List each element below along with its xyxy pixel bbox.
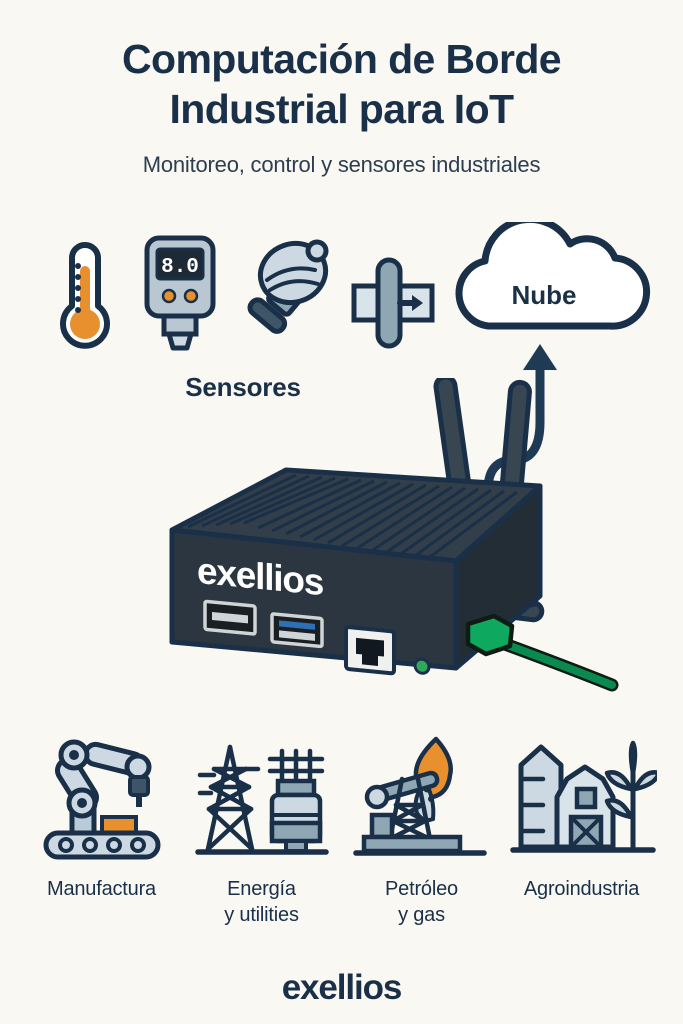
device-illustration [169,374,619,692]
sensor-item-pressure-probe [237,236,333,352]
robot-arm-conveyor-icon [43,739,160,860]
usb-3-port-tongue [279,630,315,641]
industry-item-petroleo-gas: Petróleo y gas [342,735,502,928]
industry-label-line-2: y utilities [224,903,299,926]
barn-window [574,786,597,810]
edge-gateway-device: exellios [150,374,683,708]
industry-label-line-2: y gas [398,903,445,926]
industry-label-line-1: Energía [227,878,296,900]
industry-label: Energía y utilities [224,877,299,928]
green-ethernet-cable [465,613,619,692]
cable-connector [465,613,515,657]
industry-art [352,735,492,863]
title-line-2: Industrial para IoT [169,86,515,133]
industry-label: Petróleo y gas [385,877,458,928]
industry-item-manufactura: Manufactura [22,735,182,903]
industry-item-energia-utilities: Energía y utilities [182,735,342,928]
heatsink-fins [187,473,518,562]
sensors-group: 8.0 [0,232,683,422]
power-pylon-transformer-icon [194,744,329,855]
sensor-item-thermometer [48,236,122,352]
sensor-item-flow [348,254,438,352]
port-group [203,599,431,676]
industry-label-line-1: Agroindustria [523,878,640,900]
gauge-display-value: 8.0 [161,256,199,279]
footer-logo: exellios [281,968,403,1007]
flow-sensor-icon [351,257,435,349]
digital-gauge-sensor-icon: 8.0 [144,235,216,351]
poster-header: Computación de Borde Industrial para IoT… [0,34,683,178]
cloud-group: Nube [444,215,674,342]
rj45-port-keyhole [356,637,384,666]
industry-item-agroindustria: Agroindustria [502,735,662,903]
barn-silo-plant-icon [509,740,657,853]
industry-label-line-1: Petróleo [385,878,458,900]
industries-row: Manufactura [0,735,683,950]
page-subtitle: Monitoreo, control y sensores industrial… [142,152,541,178]
industry-label-line-1: Manufactura [47,878,156,900]
usb-3-port-marker [279,620,315,630]
industry-label: Agroindustria [524,877,639,903]
industry-art [507,735,657,863]
industry-art [32,735,172,863]
page-title: Computación de Borde Industrial para IoT [0,34,683,134]
title-line-1: Computación de Borde [121,36,562,82]
sensor-item-digital-gauge: 8.0 [137,234,223,352]
sensors-label: Sensores [185,372,301,402]
status-led [413,657,431,675]
cloud-icon [455,215,651,330]
thermometer-sensor-icon [60,242,110,349]
industry-label: Manufactura [47,877,156,903]
oil-pumpjack-flame-icon [352,736,487,856]
usb-3-port [270,612,324,649]
pressure-probe-sensor-icon [247,239,329,334]
usb-2-port-tongue [212,611,248,624]
industry-art [192,735,332,863]
sensor-icon-row: 8.0 [48,232,438,352]
